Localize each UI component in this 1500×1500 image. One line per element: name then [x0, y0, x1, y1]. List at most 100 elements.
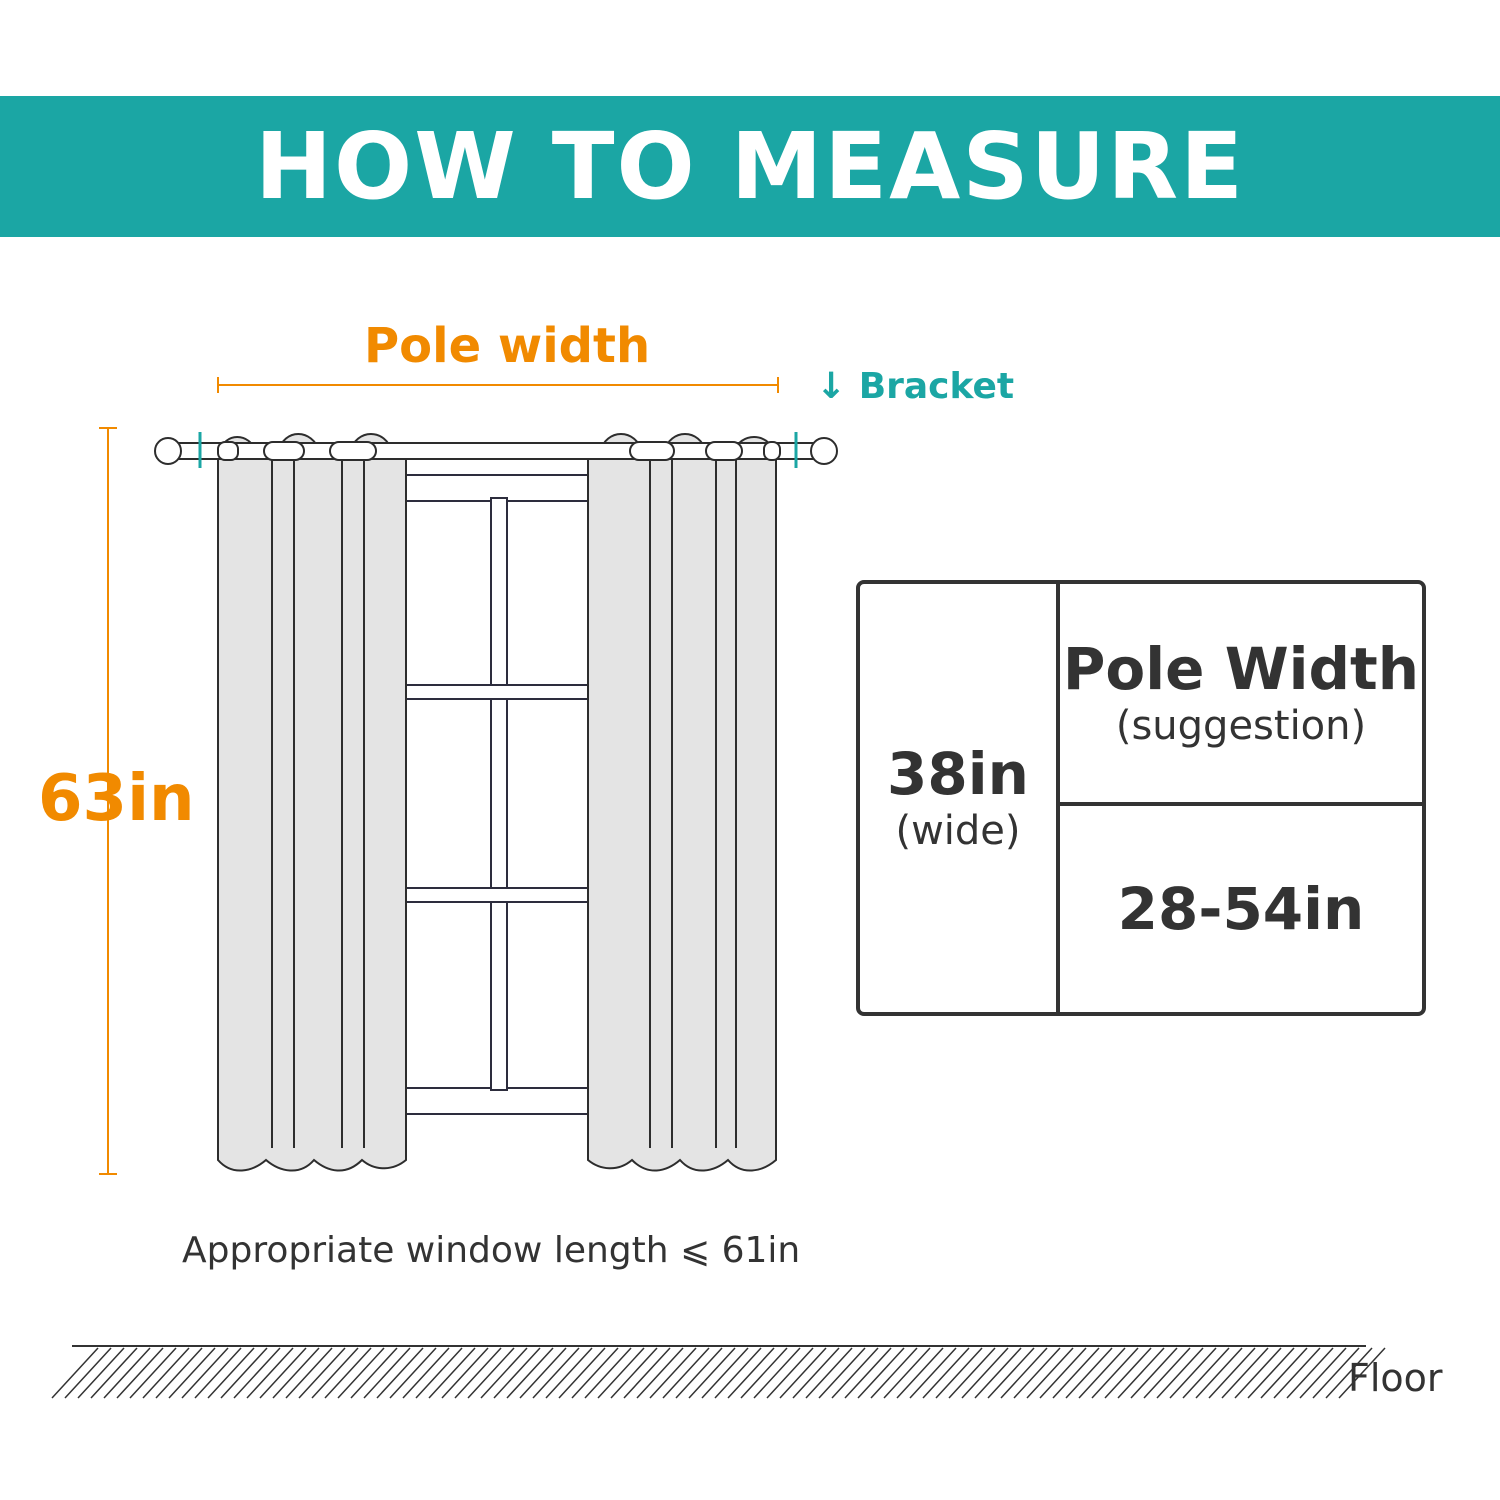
hatch-stroke — [896, 1347, 944, 1399]
hatch-stroke — [272, 1347, 320, 1399]
hatch-stroke — [1195, 1347, 1243, 1399]
hatch-stroke — [883, 1347, 931, 1399]
hatch-stroke — [415, 1347, 463, 1399]
hatch-stroke — [142, 1347, 190, 1399]
hatch-stroke — [1312, 1347, 1360, 1399]
hatch-stroke — [1299, 1347, 1347, 1399]
hatch-stroke — [207, 1347, 255, 1399]
hatch-stroke — [1234, 1347, 1282, 1399]
hatch-stroke — [948, 1347, 996, 1399]
hatch-stroke — [844, 1347, 892, 1399]
pole-width-range-cell: 28-54in — [1060, 806, 1422, 1012]
hatch-stroke — [974, 1347, 1022, 1399]
hatch-stroke — [155, 1347, 203, 1399]
panel-width-note: (wide) — [895, 808, 1021, 855]
hatch-stroke — [1156, 1347, 1204, 1399]
hatch-stroke — [454, 1347, 502, 1399]
hatch-stroke — [662, 1347, 710, 1399]
hatch-stroke — [441, 1347, 489, 1399]
hatch-stroke — [246, 1347, 294, 1399]
header-banner: HOW TO MEASURE — [0, 96, 1500, 237]
hatch-stroke — [1052, 1347, 1100, 1399]
pole-width-label: Pole width — [364, 318, 651, 374]
page-title: HOW TO MEASURE — [255, 113, 1245, 220]
hatch-stroke — [792, 1347, 840, 1399]
height-dimension — [99, 427, 117, 1175]
hatch-stroke — [194, 1347, 242, 1399]
hatch-stroke — [1091, 1347, 1139, 1399]
hatch-stroke — [77, 1347, 125, 1399]
hatch-stroke — [1104, 1347, 1152, 1399]
hatch-stroke — [1130, 1347, 1178, 1399]
pole-width-header-note: (suggestion) — [1115, 703, 1367, 750]
hatch-stroke — [636, 1347, 684, 1399]
pole-width-header: Pole Width — [1062, 634, 1420, 703]
hatch-stroke — [1013, 1347, 1061, 1399]
hatch-stroke — [610, 1347, 658, 1399]
hatch-stroke — [675, 1347, 723, 1399]
hatch-stroke — [506, 1347, 554, 1399]
curtain-length-label: 63in — [38, 762, 195, 836]
hatch-stroke — [831, 1347, 879, 1399]
hatch-stroke — [779, 1347, 827, 1399]
hatch-stroke — [64, 1347, 112, 1399]
hatch-stroke — [727, 1347, 775, 1399]
window-frame — [399, 474, 596, 1115]
hatch-stroke — [701, 1347, 749, 1399]
hatch-stroke — [818, 1347, 866, 1399]
hatch-stroke — [311, 1347, 359, 1399]
hatch-stroke — [389, 1347, 437, 1399]
hatch-stroke — [1039, 1347, 1087, 1399]
bracket-marks — [198, 432, 798, 468]
hatch-stroke — [740, 1347, 788, 1399]
hatch-stroke — [649, 1347, 697, 1399]
hatch-stroke — [922, 1347, 970, 1399]
hatch-stroke — [168, 1347, 216, 1399]
hatch-stroke — [337, 1347, 385, 1399]
hatch-stroke — [584, 1347, 632, 1399]
hatch-stroke — [1065, 1347, 1113, 1399]
curtain-rod — [154, 432, 838, 468]
hatch-stroke — [1169, 1347, 1217, 1399]
hatch-stroke — [1117, 1347, 1165, 1399]
hatch-stroke — [1260, 1347, 1308, 1399]
hatch-stroke — [402, 1347, 450, 1399]
right-curtain-panel — [587, 433, 777, 1172]
hatch-stroke — [285, 1347, 333, 1399]
hatch-stroke — [103, 1347, 151, 1399]
hatch-stroke — [1247, 1347, 1295, 1399]
hatch-stroke — [220, 1347, 268, 1399]
hatch-stroke — [714, 1347, 762, 1399]
hatch-stroke — [1000, 1347, 1048, 1399]
hatch-stroke — [493, 1347, 541, 1399]
floor-label: Floor — [1348, 1356, 1443, 1400]
hatch-stroke — [753, 1347, 801, 1399]
hatch-stroke — [805, 1347, 853, 1399]
hatch-stroke — [51, 1347, 99, 1399]
hatch-stroke — [324, 1347, 372, 1399]
left-curtain-panel — [217, 433, 407, 1172]
hatch-stroke — [597, 1347, 645, 1399]
size-table: 38in (wide) Pole Width (suggestion) 28-5… — [856, 580, 1426, 1016]
hatch-stroke — [350, 1347, 398, 1399]
hatch-stroke — [688, 1347, 736, 1399]
hatch-stroke — [428, 1347, 476, 1399]
hatch-stroke — [1221, 1347, 1269, 1399]
hatch-stroke — [532, 1347, 580, 1399]
hatch-stroke — [961, 1347, 1009, 1399]
hatch-stroke — [1208, 1347, 1256, 1399]
hatch-stroke — [376, 1347, 424, 1399]
hatch-stroke — [935, 1347, 983, 1399]
window-length-note: Appropriate window length ⩽ 61in — [182, 1230, 801, 1271]
hatch-stroke — [623, 1347, 671, 1399]
hatch-stroke — [116, 1347, 164, 1399]
pole-width-range: 28-54in — [1117, 874, 1365, 943]
hatch-stroke — [571, 1347, 619, 1399]
hatch-stroke — [1325, 1347, 1373, 1399]
hatch-stroke — [545, 1347, 593, 1399]
hatch-stroke — [987, 1347, 1035, 1399]
hatch-stroke — [233, 1347, 281, 1399]
hatch-stroke — [1026, 1347, 1074, 1399]
hatch-stroke — [1078, 1347, 1126, 1399]
hatch-stroke — [259, 1347, 307, 1399]
